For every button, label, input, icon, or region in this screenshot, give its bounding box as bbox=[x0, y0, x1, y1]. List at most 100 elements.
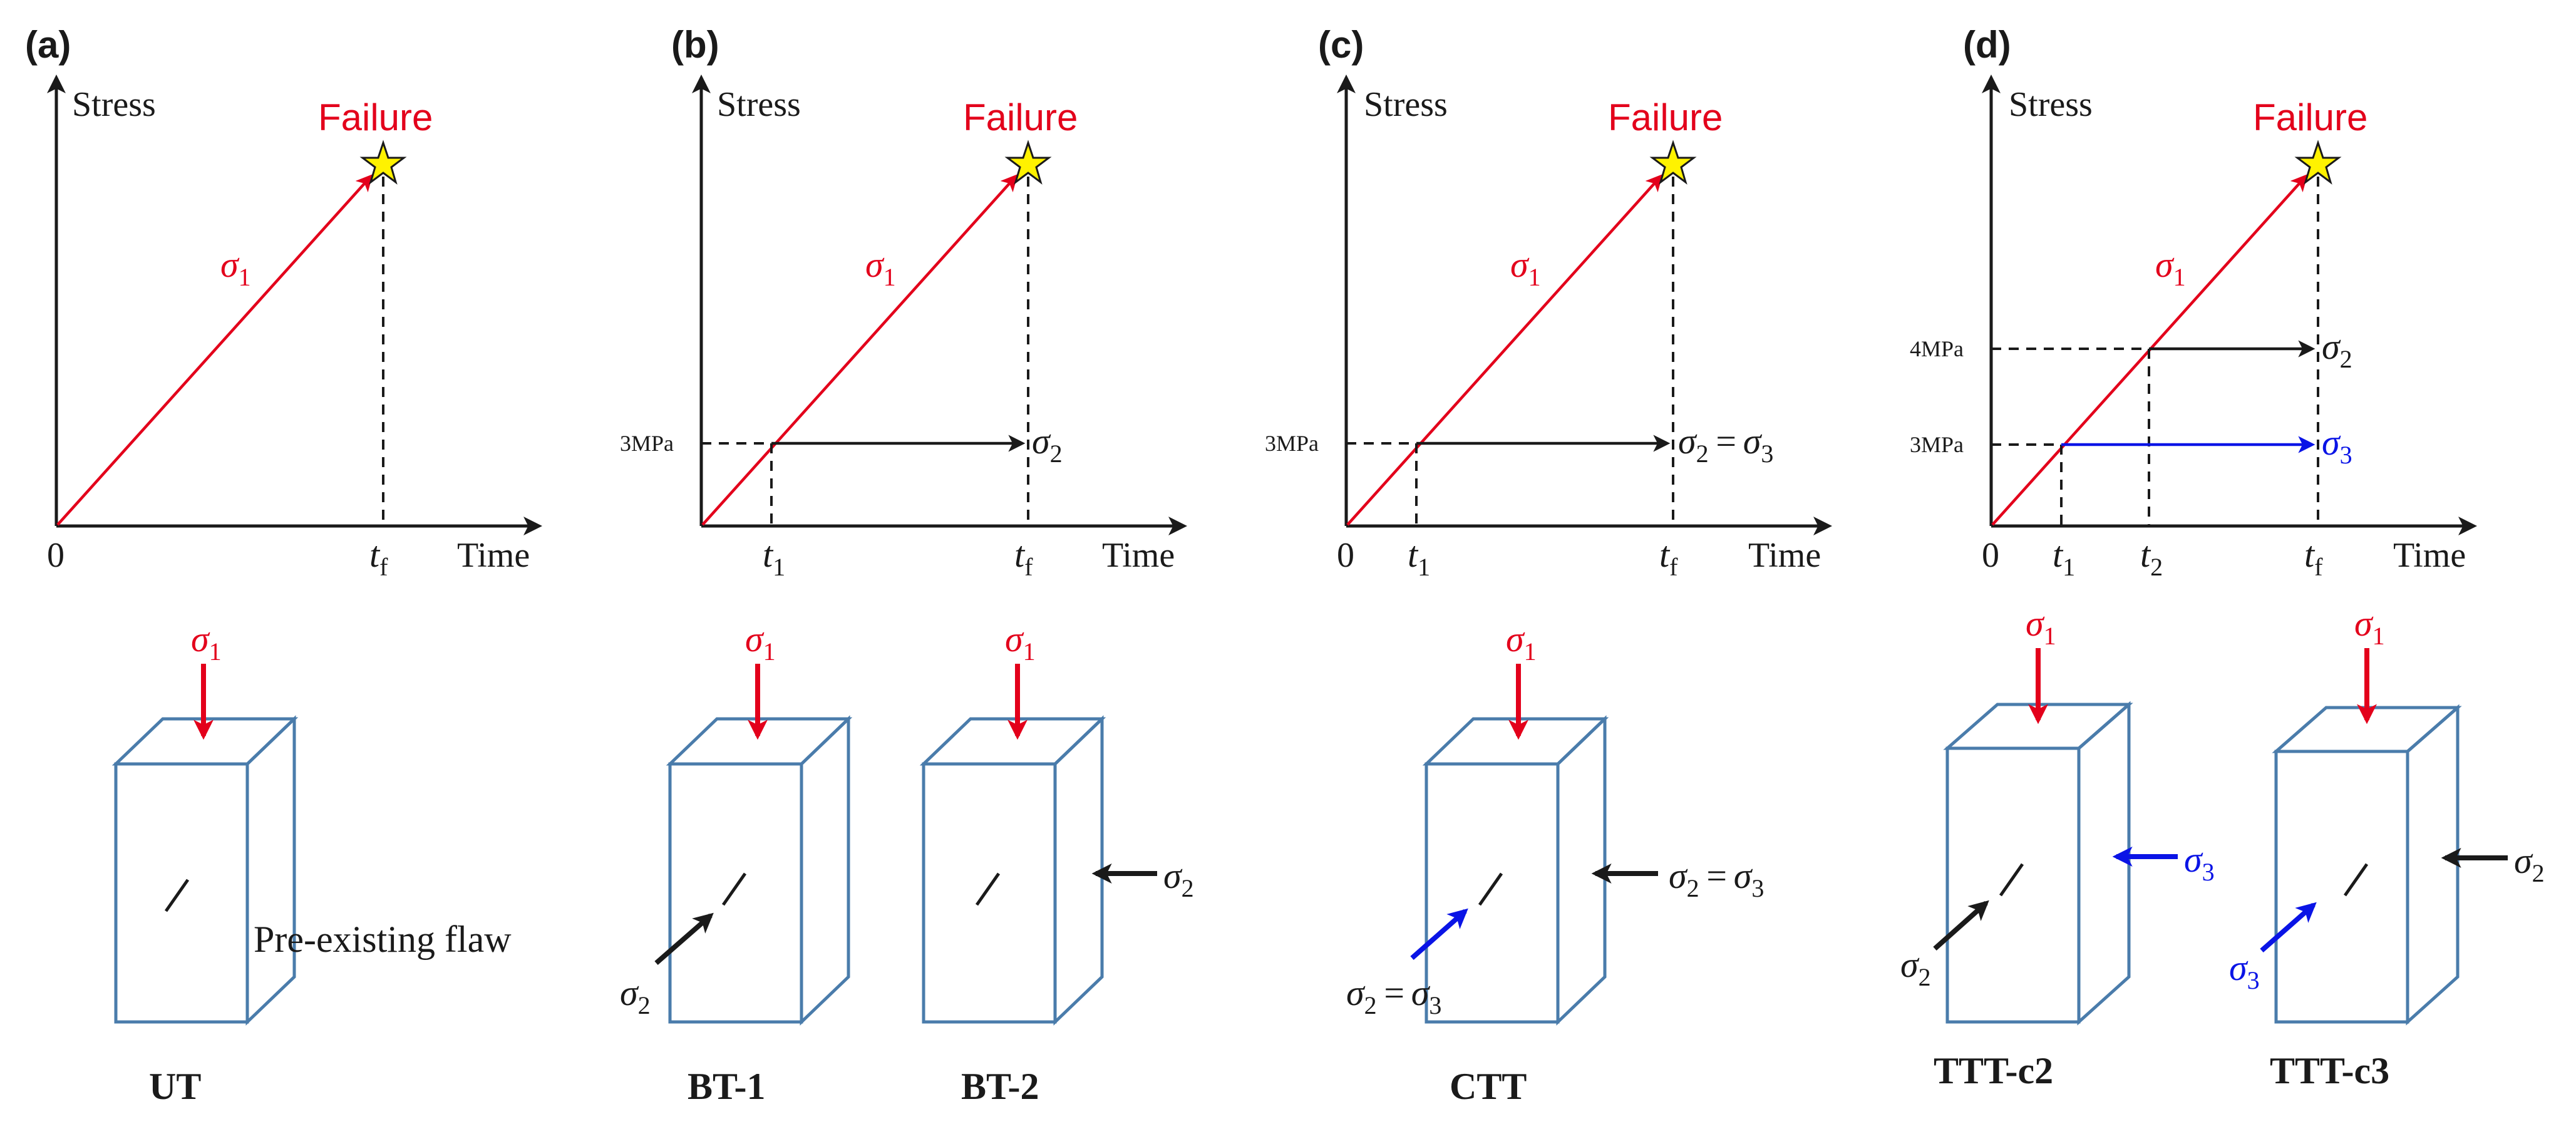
side-stress-label: σ2 bbox=[1163, 855, 1194, 902]
panel-label: (a) bbox=[25, 24, 71, 66]
tf-label: tf bbox=[1659, 534, 1678, 581]
x-axis-label: Time bbox=[457, 536, 530, 575]
failure-star-icon bbox=[1649, 140, 1697, 185]
stress-label: σ1 bbox=[2155, 244, 2186, 291]
side-stress-label: σ2 bbox=[620, 972, 651, 1019]
specimen-ut: σ1 Pre-existing flaw UT bbox=[111, 619, 512, 1107]
pre-existing-flaw bbox=[975, 872, 1001, 906]
specimen-bt-1: σ1 σ2 BT-1 bbox=[620, 619, 853, 1107]
level-label: 3MPa bbox=[1265, 431, 1319, 456]
pre-existing-flaw bbox=[1478, 872, 1503, 906]
failure-star-icon bbox=[2294, 140, 2342, 185]
sigma3-arrow bbox=[2260, 902, 2317, 953]
level-stress-label: σ2=σ3 bbox=[1678, 421, 1773, 468]
panel-label: (c) bbox=[1318, 24, 1364, 66]
pre-existing-flaw bbox=[164, 879, 190, 912]
low-level-stress-label: σ3 bbox=[2322, 422, 2352, 469]
y-axis-label: Stress bbox=[1364, 85, 1448, 124]
t1-label: t1 bbox=[763, 534, 785, 581]
failure-star-icon bbox=[359, 140, 407, 185]
pre-existing-flaw bbox=[2343, 863, 2369, 897]
sigma1-label: σ1 bbox=[191, 619, 222, 666]
block-front bbox=[1425, 762, 1560, 1024]
tf-label: tf bbox=[2304, 534, 2323, 581]
front-stress-label: σ3 bbox=[2229, 947, 2260, 994]
x-axis-label: Time bbox=[2393, 536, 2466, 575]
y-axis-label: Stress bbox=[2009, 85, 2093, 124]
specimen-ttt-c3: σ1 σ2 σ3 TTT-c3 bbox=[2229, 603, 2545, 1091]
tf-label: tf bbox=[369, 534, 388, 581]
x-axis-label: Time bbox=[1102, 536, 1175, 575]
sigma3-arrow bbox=[1410, 908, 1468, 960]
loading-path bbox=[701, 173, 1018, 526]
failure-star-icon bbox=[1004, 140, 1052, 185]
block-side bbox=[1556, 715, 1607, 1026]
level-label: 3MPa bbox=[620, 431, 674, 456]
panel-label: (d) bbox=[1963, 24, 2011, 66]
specimen-name: TTT-c2 bbox=[1934, 1050, 2053, 1091]
panel-d: (d) Stress Time 0 Failure σ1 4MPa σ2 3MP… bbox=[1900, 24, 2545, 1091]
block-side bbox=[2406, 704, 2460, 1026]
failure-label: Failure bbox=[963, 96, 1078, 138]
pre-existing-flaw bbox=[721, 872, 747, 906]
sigma1-label: σ1 bbox=[1005, 619, 1036, 666]
sigma1-label: σ1 bbox=[2026, 603, 2056, 650]
block-front bbox=[922, 762, 1057, 1024]
side-stress-label: σ2=σ3 bbox=[1669, 855, 1764, 902]
stress-label: σ1 bbox=[1510, 244, 1541, 291]
y-axis-label: Stress bbox=[717, 85, 801, 124]
block-side bbox=[1053, 715, 1104, 1026]
level-stress-label: σ2 bbox=[1032, 421, 1063, 468]
flaw-label: Pre-existing flaw bbox=[254, 919, 512, 960]
specimen-bt-2: σ1 σ2 BT-2 bbox=[919, 619, 1194, 1107]
panel-c: (c) Stress Time 0 Failure σ1 3MPa σ2=σ3 … bbox=[1265, 24, 1832, 1107]
loading-path bbox=[1346, 173, 1663, 526]
sigma1-label: σ1 bbox=[745, 619, 776, 666]
origin-label: 0 bbox=[47, 536, 64, 575]
sigma2-arrow bbox=[1933, 900, 1989, 951]
sigma1-label: σ1 bbox=[1506, 619, 1537, 666]
failure-label: Failure bbox=[1608, 96, 1723, 138]
panel-label: (b) bbox=[671, 24, 719, 66]
specimen-ttt-c2: σ1 σ3 σ2 TTT-c2 bbox=[1900, 603, 2215, 1091]
block-side bbox=[2077, 701, 2131, 1026]
x-axis-label: Time bbox=[1748, 536, 1821, 575]
block-front bbox=[668, 762, 803, 1024]
t1-label: t1 bbox=[1408, 534, 1430, 581]
panel-a: (a) Stress Time 0 Failure σ1 tf σ1 Pre-e… bbox=[25, 24, 542, 1107]
side-stress-label: σ2 bbox=[2514, 840, 2545, 887]
stress-label: σ1 bbox=[865, 244, 896, 291]
specimen-name: BT-2 bbox=[961, 1066, 1039, 1107]
sigma1-label: σ1 bbox=[2354, 603, 2385, 650]
y-axis-label: Stress bbox=[72, 85, 156, 124]
origin-label: 0 bbox=[1337, 536, 1354, 575]
origin-label: 0 bbox=[1982, 536, 1999, 575]
specimen-name: BT-1 bbox=[688, 1066, 766, 1107]
high-level-stress-label: σ2 bbox=[2322, 326, 2352, 373]
specimen-name: UT bbox=[149, 1066, 201, 1107]
panel-b: (b) Stress Time Failure σ1 3MPa σ2 t1 tf… bbox=[620, 24, 1194, 1107]
block-front bbox=[1945, 746, 2081, 1024]
sigma2-arrow bbox=[654, 912, 714, 966]
block-top bbox=[919, 717, 1106, 766]
stress-label: σ1 bbox=[220, 244, 251, 291]
pre-existing-flaw bbox=[1999, 863, 2024, 897]
low-level-label: 3MPa bbox=[1910, 432, 1964, 457]
block-front bbox=[114, 762, 249, 1024]
specimen-name: CTT bbox=[1450, 1066, 1527, 1107]
block-side bbox=[245, 715, 296, 1026]
specimen-name: TTT-c3 bbox=[2270, 1050, 2389, 1091]
failure-label: Failure bbox=[318, 96, 433, 138]
front-stress-label: σ2 bbox=[1900, 944, 1931, 991]
t2-label: t2 bbox=[2140, 534, 2163, 581]
failure-label: Failure bbox=[2253, 96, 2367, 138]
block-front bbox=[2274, 750, 2409, 1024]
loading-path bbox=[56, 173, 373, 526]
front-stress-label: σ2=σ3 bbox=[1346, 972, 1441, 1019]
side-stress-label: σ3 bbox=[2184, 839, 2215, 886]
t1-label: t1 bbox=[2053, 534, 2075, 581]
tf-label: tf bbox=[1014, 534, 1033, 581]
specimen-ctt: σ1 σ2=σ3 σ2=σ3 CTT bbox=[1346, 619, 1764, 1107]
high-level-label: 4MPa bbox=[1910, 336, 1964, 361]
